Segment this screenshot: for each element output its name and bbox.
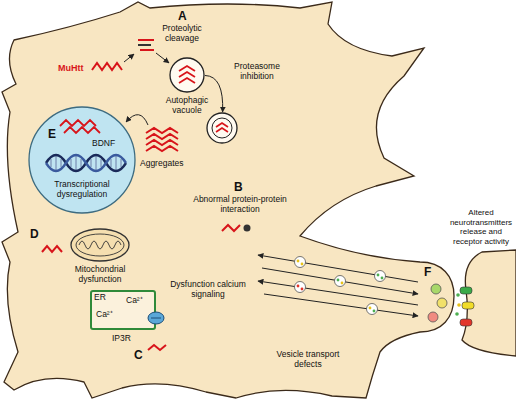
node-title: BDNF	[92, 139, 115, 149]
vesicle	[295, 257, 306, 268]
protein-label: MuHtt	[58, 63, 84, 73]
autophagic-vacuole: Autophagic vacuole	[169, 57, 205, 93]
outline	[207, 113, 237, 143]
vesicle-cargo	[377, 274, 380, 277]
proteasome-content	[216, 123, 228, 132]
outline	[91, 291, 155, 329]
node-title: Mitochondrial dysfunction	[60, 265, 140, 285]
neurotransmitter	[457, 303, 461, 307]
htt-fragments	[138, 40, 154, 50]
cleavage-arrow	[124, 54, 134, 62]
receptor	[460, 287, 472, 294]
vesicle-cargo	[381, 277, 384, 280]
nucleus: BDNF Transcriptional dysregulation	[28, 106, 136, 214]
process-label: Altered neurotransmitters release and re…	[448, 208, 514, 246]
mutant-htt	[42, 246, 62, 252]
er-compartment: ER Ca²⁺	[90, 290, 156, 330]
proteasome: Proteasome inhibition	[206, 112, 238, 144]
dna-strand	[46, 155, 126, 171]
outline	[71, 229, 129, 261]
htt-fragments	[138, 44, 151, 46]
process-label: Vesicle transport defects	[268, 350, 348, 370]
vesicle-cargo	[373, 310, 376, 313]
vacuole-content	[179, 66, 195, 83]
synaptic-vesicle	[428, 312, 438, 322]
vesicle-cargo	[297, 285, 300, 288]
node-title: Autophagic vacuole	[157, 96, 217, 116]
callout-letter: E	[48, 128, 56, 141]
nuclear-htt	[60, 120, 100, 133]
vesicle-cargo	[301, 263, 304, 266]
receptor	[460, 319, 472, 326]
node-text: Ca²⁺	[96, 310, 113, 320]
callout-letter: D	[30, 228, 39, 241]
callout-letter: C	[134, 349, 143, 362]
proteasome-core	[212, 118, 232, 138]
mutant-htt	[148, 345, 166, 350]
mutant-htt	[92, 63, 122, 70]
channel-pore	[151, 318, 161, 319]
proteasome-outline	[206, 112, 238, 144]
node-text: Transcriptional dysregulation	[42, 180, 122, 200]
ion-label: Ca²⁺	[126, 296, 143, 306]
callout-letter: A	[178, 10, 187, 23]
partner-protein	[244, 225, 251, 232]
mitochondrion-outline	[70, 228, 130, 262]
vesicle-cargo	[337, 279, 340, 282]
process-label: Dysfunction calcium signaling	[170, 280, 246, 300]
inner-membrane	[76, 234, 124, 256]
vesicle	[295, 282, 306, 293]
protein-interaction	[222, 225, 240, 231]
neuron-body	[2, 2, 454, 398]
vesicle-cargo	[341, 282, 344, 285]
autophagic-vacuole-outline	[169, 57, 205, 93]
mitochondrion: Mitochondrial dysfunction	[70, 228, 130, 262]
aggregates	[146, 128, 178, 151]
aggregate-arrow	[126, 115, 148, 125]
transport-arrow	[262, 268, 418, 294]
vesicle-cargo	[297, 260, 300, 263]
fragment-arrow	[156, 53, 169, 63]
outline	[170, 58, 204, 92]
callout-letter: B	[234, 181, 243, 194]
cristae	[79, 241, 121, 249]
vesicle	[367, 304, 378, 315]
ip3r-channel	[148, 312, 164, 324]
vesicle-cargo	[301, 288, 304, 291]
vesicle	[335, 276, 346, 287]
receptor-label: IP3R	[112, 334, 131, 344]
outline	[29, 107, 135, 213]
dna-strand	[46, 155, 126, 171]
receptor	[462, 302, 474, 309]
process-label: Abnormal protein-protein interaction	[185, 195, 295, 215]
node-title: Proteasome inhibition	[226, 62, 288, 82]
transport-arrow	[264, 294, 418, 316]
callout-letter: F	[424, 266, 431, 279]
neurotransmitter	[455, 312, 459, 316]
process-label: Aggregates	[140, 159, 183, 169]
node-title: ER	[94, 293, 106, 303]
process-label: Proteolytic cleavage	[156, 24, 208, 44]
neurotransmitter	[456, 293, 460, 297]
synaptic-vesicle	[431, 284, 441, 294]
vesicle-cargo	[369, 307, 372, 310]
vesicle	[375, 271, 386, 282]
synaptic-vesicle	[437, 298, 447, 308]
flow-arrow	[205, 75, 223, 112]
postsynaptic-cell	[462, 250, 516, 356]
